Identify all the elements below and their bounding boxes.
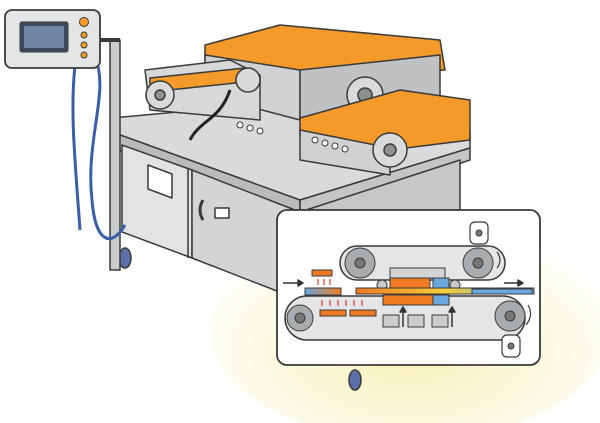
wheel [118,247,132,269]
rotation-arrow-icon [525,304,532,326]
panel-button [80,51,88,59]
label-plate [147,164,173,199]
cable [89,57,127,241]
panel-button [80,41,88,49]
door-handle [198,199,205,221]
heater-icon [349,309,377,317]
cable [71,65,82,231]
roller-icon [235,67,261,93]
cable [188,89,232,141]
heater-icon [389,277,431,289]
panel-button [80,31,88,39]
door-label [214,207,230,219]
heater-icon [319,309,347,317]
panel-button [79,17,89,27]
rotation-arrow-icon [496,251,501,269]
heater-icon [311,269,333,277]
control-panel-icon [4,9,101,69]
wheel [348,369,362,391]
conveyor-icon [144,24,471,176]
heater-icon [382,294,434,306]
cooler-icon [432,277,450,289]
process-diagram [276,209,541,366]
cooler-icon [432,294,450,306]
